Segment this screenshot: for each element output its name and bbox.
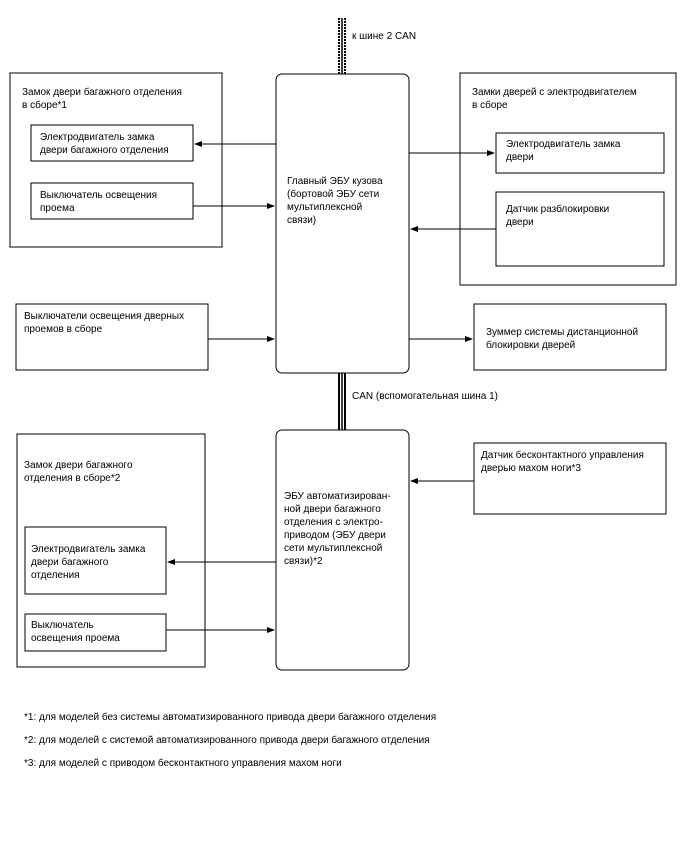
buzzer-line2: блокировки дверей (486, 339, 575, 351)
courtesy-switch-2-line1: Выключатель (31, 620, 94, 631)
trunk-lock-motor-1-line2: двери багажного отделения (40, 144, 169, 156)
buzzer-line1: Зуммер системы дистанционной (486, 327, 638, 338)
main-ecu-line1: Главный ЭБУ кузова (287, 176, 383, 187)
courtesy-switch-1-line1: Выключатель освещения (40, 190, 157, 201)
trunk-lock-motor-2-line2: двери багажного (31, 556, 109, 568)
can-bus-mid-line (338, 373, 346, 430)
kick-sensor-line1: Датчик бесконтактного управления (481, 449, 644, 461)
courtesy-switch-1-box (30, 182, 194, 220)
main-body-ecu-box (275, 73, 410, 374)
main-ecu-line3: мультиплексной (287, 202, 362, 213)
door-unlock-sensor-box (495, 191, 665, 267)
kick-sensor-line2: дверью махом ноги*3 (481, 463, 581, 474)
trunk-lock-1-title-line1: Замок двери багажного отделения (22, 86, 182, 98)
power-door-ecu-line4: приводом (ЭБУ двери (284, 530, 386, 541)
power-back-door-ecu-box (275, 429, 410, 671)
trunk-lock-motor-2-line1: Электродвигатель замка (31, 544, 146, 555)
trunk-lock-2-title-line1: Замок двери багажного (24, 459, 133, 471)
door-courtesy-switches-box (15, 303, 209, 371)
can-bus-top-label: к шине 2 CAN (352, 31, 416, 42)
courtesy-switch-2-box (24, 613, 167, 652)
door-lock-motor-box (495, 132, 665, 174)
trunk-lock-1-title-line2: в сборе*1 (22, 99, 67, 111)
trunk-lock-motor-1-box (30, 124, 194, 162)
power-door-locks-title-line1: Замки дверей с электродвигателем (472, 87, 637, 98)
footnote-2: *2: для моделей с системой автоматизиров… (24, 734, 430, 746)
main-ecu-line4: связи) (287, 215, 316, 226)
footnote-1: *1: для моделей без системы автоматизиро… (24, 711, 436, 723)
door-unlock-sensor-line1: Датчик разблокировки (506, 203, 609, 215)
door-courtesy-switches-line1: Выключатели освещения дверных (24, 311, 184, 322)
trunk-lock-motor-2-line3: отделения (31, 570, 80, 581)
courtesy-switch-2-line2: освещения проема (31, 633, 120, 644)
power-door-ecu-line2: ной двери багажного (284, 503, 381, 515)
power-door-ecu-line1: ЭБУ автоматизирован- (284, 491, 391, 502)
kick-sensor-box (473, 442, 667, 515)
door-lock-motor-line1: Электродвигатель замка (506, 139, 621, 150)
door-unlock-sensor-line2: двери (506, 217, 534, 228)
trunk-lock-motor-2-box (24, 526, 167, 595)
can-bus-mid-label: CAN (вспомогательная шина 1) (352, 391, 498, 402)
buzzer-box (473, 303, 667, 371)
power-door-locks-title-line2: в сборе (472, 99, 508, 111)
trunk-lock-motor-1-line1: Электродвигатель замка (40, 132, 155, 143)
footnote-3: *3: для моделей с приводом бесконтактног… (24, 757, 342, 769)
courtesy-switch-1-line2: проема (40, 203, 75, 214)
can-bus-top-line (338, 18, 346, 74)
power-door-ecu-line6: связи)*2 (284, 556, 323, 567)
door-courtesy-switches-line2: проемов в сборе (24, 323, 103, 335)
trunk-lock-2-title-line2: отделения в сборе*2 (24, 472, 121, 484)
door-lock-motor-line2: двери (506, 152, 534, 163)
main-ecu-line2: (бортовой ЭБУ сети (287, 188, 379, 200)
power-door-ecu-line5: сети мультиплексной (284, 543, 382, 554)
power-door-ecu-line3: отделения с электро- (284, 517, 383, 528)
